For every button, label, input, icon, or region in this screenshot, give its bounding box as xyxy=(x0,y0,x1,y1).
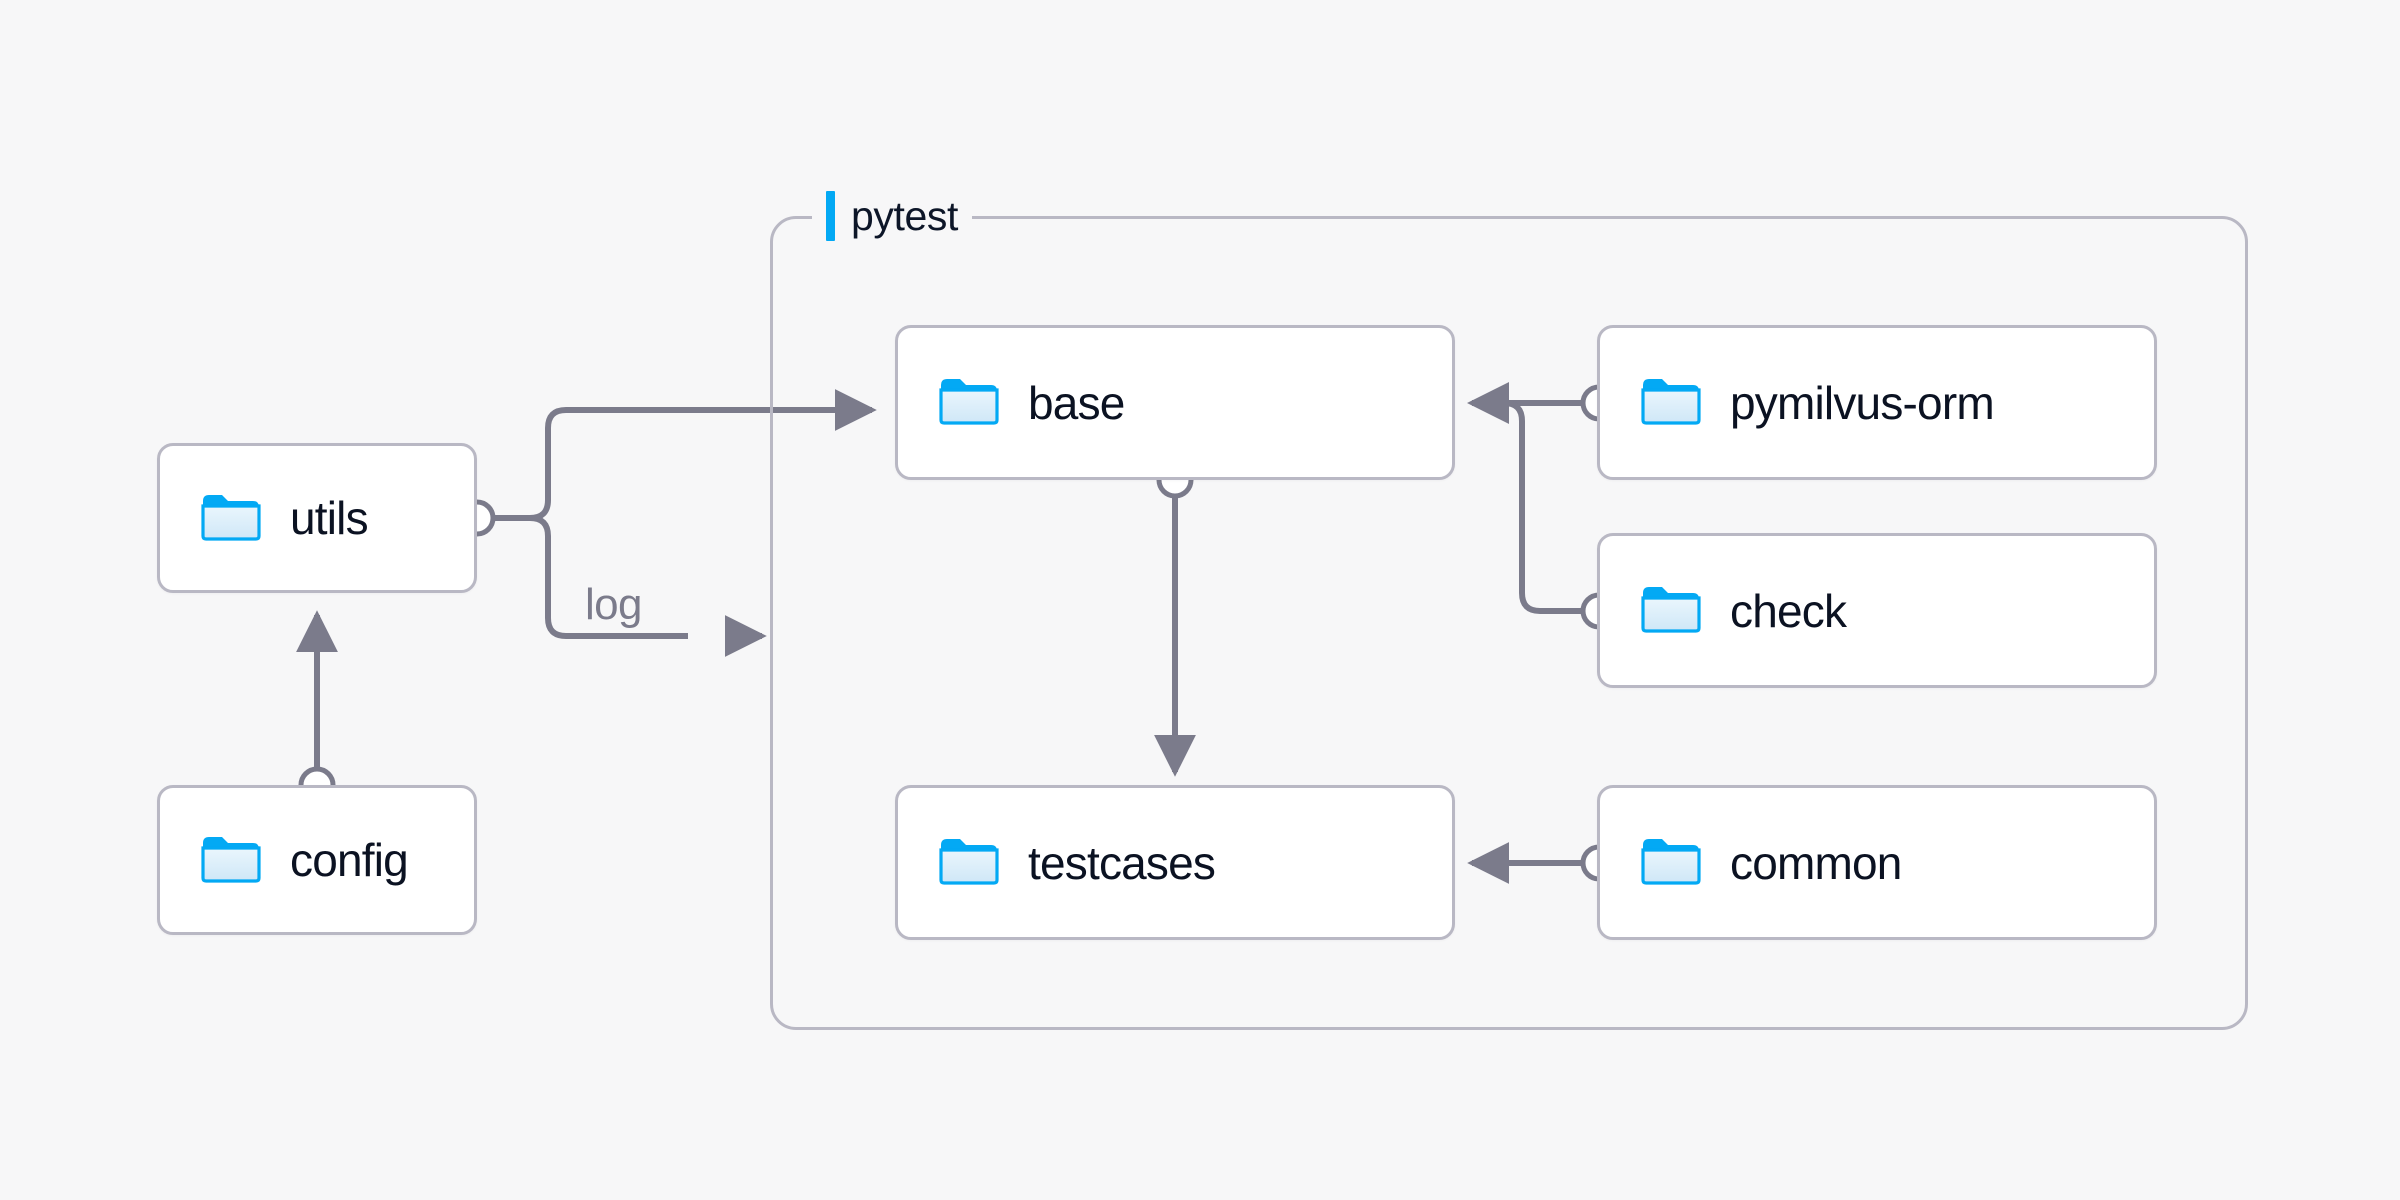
node-pymilvus-orm[interactable]: pymilvus-orm xyxy=(1597,325,2157,480)
group-label-pytest: pytest xyxy=(812,188,972,244)
node-testcases[interactable]: testcases xyxy=(895,785,1455,940)
node-check[interactable]: check xyxy=(1597,533,2157,688)
node-label: base xyxy=(1028,376,1125,429)
folder-icon xyxy=(938,373,1000,432)
folder-icon xyxy=(1640,581,1702,640)
node-label: pymilvus-orm xyxy=(1730,376,1995,429)
folder-icon xyxy=(200,489,262,548)
node-label: common xyxy=(1730,836,1902,889)
node-config[interactable]: config xyxy=(157,785,477,935)
group-accent-bar xyxy=(826,191,835,241)
node-label: testcases xyxy=(1028,836,1216,889)
folder-icon xyxy=(938,833,1000,892)
group-container-pytest xyxy=(770,216,2248,1030)
folder-icon xyxy=(200,831,262,890)
folder-icon xyxy=(1640,833,1702,892)
edge-label-log: log xyxy=(585,580,643,629)
node-label: config xyxy=(290,834,409,886)
node-common[interactable]: common xyxy=(1597,785,2157,940)
node-label: check xyxy=(1730,584,1847,637)
group-label-text: pytest xyxy=(851,193,958,239)
folder-icon xyxy=(1640,373,1702,432)
node-utils[interactable]: utils xyxy=(157,443,477,593)
node-label: utils xyxy=(290,492,369,544)
node-base[interactable]: base xyxy=(895,325,1455,480)
